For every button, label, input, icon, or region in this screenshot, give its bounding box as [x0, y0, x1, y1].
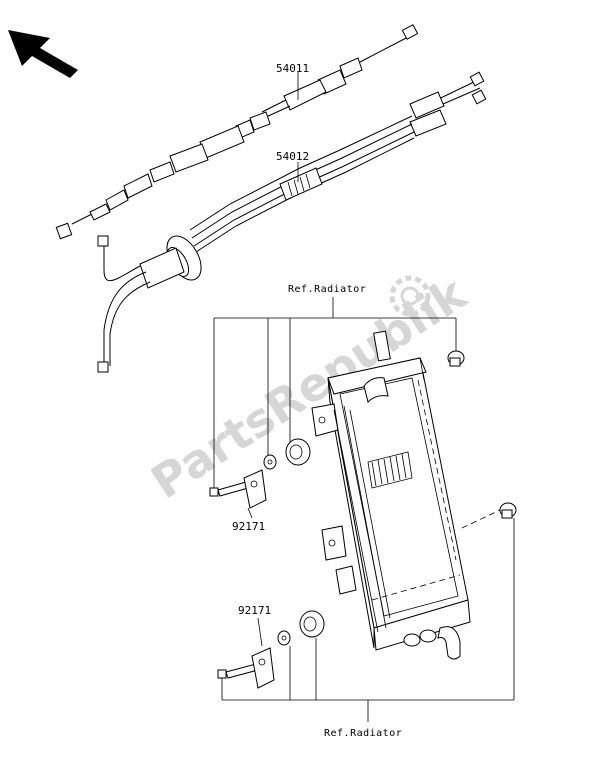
ref-bracket-top	[213, 297, 457, 490]
label-54011: 54011	[276, 62, 309, 75]
label-ref-radiator-bottom: Ref.Radiator	[324, 728, 402, 739]
grommet-bottom-right	[499, 502, 517, 519]
ref-bracket-bottom	[221, 518, 515, 722]
grommet-upper	[285, 438, 311, 466]
bolt-lower	[217, 663, 259, 679]
washer-upper	[263, 454, 277, 470]
collar-92171-lower	[251, 647, 275, 689]
throttle-cable-54011	[55, 24, 419, 240]
collar-92171-upper	[243, 469, 267, 509]
label-ref-radiator-top: Ref.Radiator	[288, 284, 366, 295]
radiator-fins	[367, 451, 413, 489]
leader-92171-lower	[257, 617, 263, 647]
washer-lower	[277, 630, 291, 646]
throttle-cable-54012	[97, 71, 487, 373]
label-92171-lower: 92171	[238, 604, 271, 617]
label-54012: 54012	[276, 150, 309, 163]
grommet-top-right	[447, 350, 465, 367]
label-92171-upper: 92171	[232, 520, 265, 533]
radiator-assembly	[311, 330, 501, 660]
grommet-lower	[299, 610, 325, 638]
bolt-upper	[209, 481, 249, 497]
direction-arrow-icon	[8, 30, 78, 78]
leader-92171-upper	[247, 507, 253, 519]
gear-logo-icon	[389, 275, 431, 317]
